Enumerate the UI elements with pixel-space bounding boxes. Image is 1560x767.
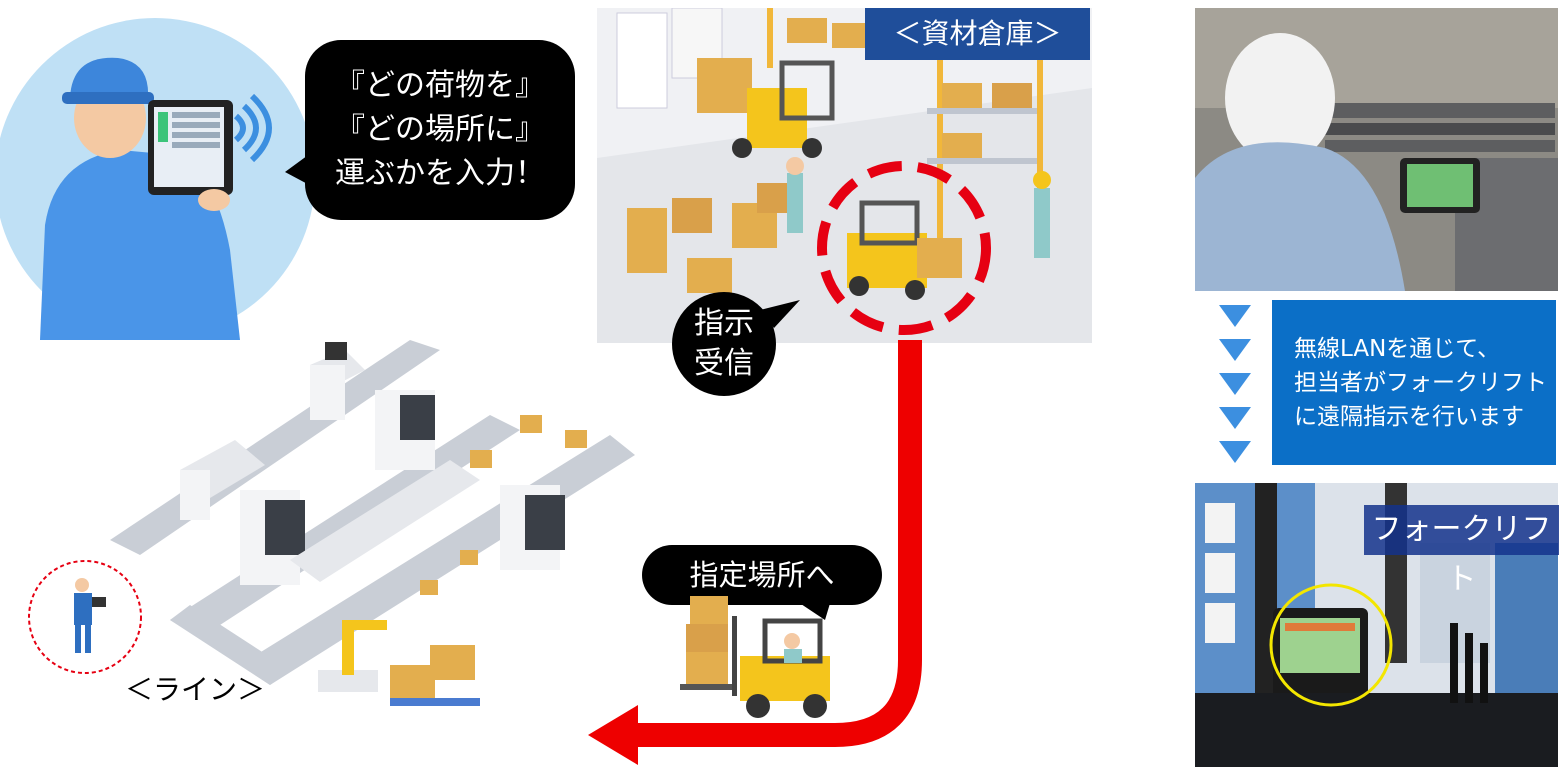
forklift-photo-label: フォークリフト: [1364, 505, 1559, 597]
receive-bubble-tail: [760, 300, 800, 328]
wireless-info-box: 無線LANを通じて、 担当者がフォークリフト に遠隔指示を行います: [1272, 300, 1556, 465]
destination-bubble-tail: [795, 600, 831, 620]
warehouse-label: ＜資材倉庫＞: [865, 8, 1090, 60]
warehouse-scene: [597, 7, 1092, 343]
line-worker-illustration: [27, 555, 147, 675]
bubble-line-3: 運ぶかを入力！: [335, 156, 545, 191]
input-instruction-bubble: 『どの荷物を』 『どの場所に』 運ぶかを入力！: [305, 40, 575, 220]
bubble-line-1: 『どの荷物を』: [335, 68, 545, 103]
destination-bubble: 指定場所へ: [642, 545, 882, 605]
line-label: ＜ライン＞: [125, 673, 266, 706]
info-line-1: 無線LANを通じて、: [1294, 335, 1501, 362]
receive-instruction-bubble: 指示 受信: [672, 292, 776, 396]
info-line-3: に遠隔指示を行います: [1294, 403, 1524, 430]
receive-line-2: 受信: [694, 346, 754, 381]
down-arrows: [1219, 305, 1251, 463]
route-arrow: [588, 340, 922, 765]
receive-line-1: 指示: [694, 306, 754, 341]
operator-photo: [1195, 8, 1558, 291]
info-line-2: 担当者がフォークリフト: [1294, 369, 1547, 396]
production-line-illustration: [90, 320, 650, 720]
bubble-tail: [285, 150, 315, 188]
operator-illustration: [0, 0, 330, 340]
forklift-illustration: [680, 596, 840, 721]
bubble-line-2: 『どの場所に』: [335, 112, 545, 147]
